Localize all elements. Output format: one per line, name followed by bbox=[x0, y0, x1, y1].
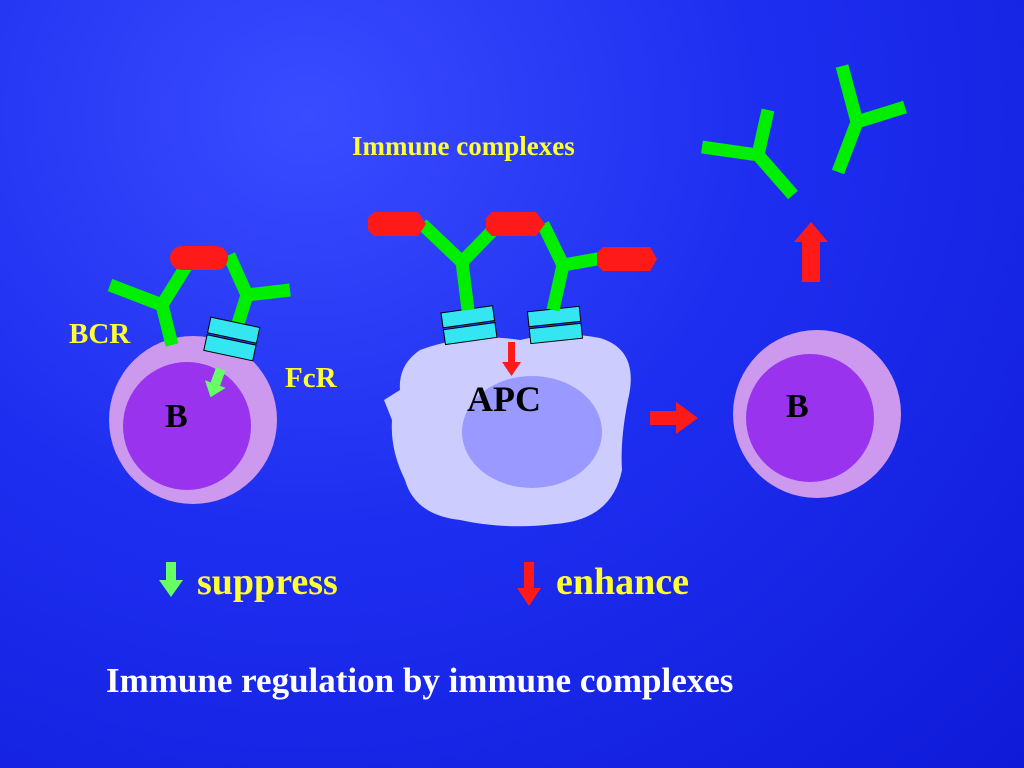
antigen-left bbox=[170, 246, 228, 270]
enhance-legend-arrow bbox=[517, 562, 541, 606]
immune-complexes-label: Immune complexes bbox=[352, 131, 575, 161]
secreted-antibody-2 bbox=[831, 64, 907, 175]
b-cell-right-label: B bbox=[786, 388, 809, 425]
antigen-apc-1 bbox=[368, 212, 426, 236]
enhance-arrow-in-apc bbox=[502, 342, 521, 376]
fcr-bound-antibody-left bbox=[223, 252, 291, 332]
suppress-legend-label: suppress bbox=[197, 561, 338, 603]
fc-receptor-left bbox=[203, 316, 261, 362]
antigen-apc-3 bbox=[597, 247, 657, 271]
apc-to-b-arrow bbox=[650, 402, 698, 434]
apc-antibody-right bbox=[537, 221, 605, 312]
antigen-apc-2 bbox=[486, 212, 545, 236]
apc-antibody-left bbox=[417, 219, 502, 311]
suppress-arrow-in-cell bbox=[205, 367, 226, 398]
b-cell-left-label: B bbox=[165, 398, 188, 435]
fc-receptor-apc-right bbox=[526, 305, 584, 345]
apc-nucleus bbox=[462, 376, 602, 488]
bcr-label: BCR bbox=[69, 318, 131, 350]
antibody-secretion-arrow bbox=[794, 222, 828, 282]
secreted-antibody-1 bbox=[701, 108, 798, 200]
fc-receptor-apc-left bbox=[440, 305, 498, 346]
enhance-legend-label: enhance bbox=[556, 561, 689, 603]
apc-label: APC bbox=[467, 379, 541, 419]
b-cell-left bbox=[109, 336, 277, 504]
suppress-legend-arrow bbox=[159, 562, 183, 597]
b-cell-right bbox=[733, 330, 901, 498]
slide-caption: Immune regulation by immune complexes bbox=[106, 661, 734, 700]
fcr-label: FcR bbox=[285, 362, 337, 394]
